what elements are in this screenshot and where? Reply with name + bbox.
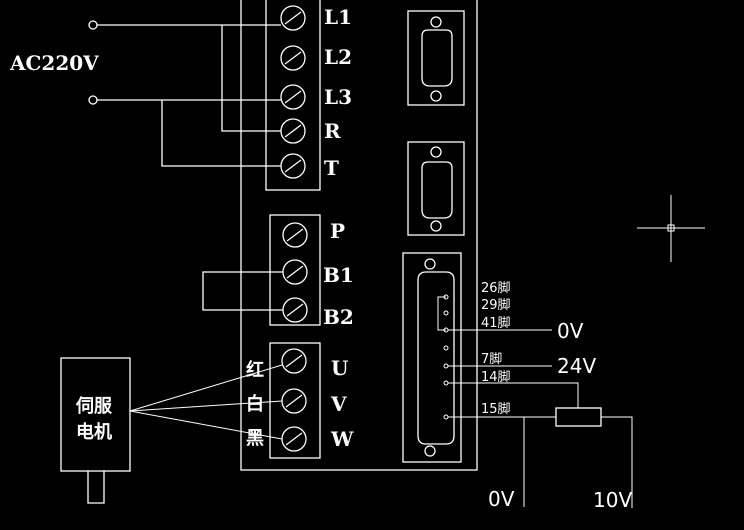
terminal-block-motor — [269, 342, 321, 459]
pin-label-7: 7脚 — [481, 351, 502, 367]
motor-shaft — [87, 471, 105, 504]
terminal-label-r: R — [324, 119, 341, 143]
motor-leads — [129, 364, 283, 440]
terminal-label-v: V — [330, 392, 347, 416]
pin-label-15: 15脚 — [481, 401, 511, 417]
terminal-label-t: T — [324, 156, 339, 180]
terminal-block-power — [265, 0, 321, 191]
terminal-label-u: U — [331, 356, 348, 380]
servo-motor — [60, 357, 131, 472]
jumper-26-29-41 — [437, 296, 446, 331]
power-terminal-2 — [88, 95, 98, 105]
signal-label-10v: 10V — [593, 488, 632, 512]
terminal-label-b1: B1 — [323, 263, 354, 287]
crosshair-cursor-icon — [637, 195, 705, 262]
terminal-screws-motor — [281, 348, 307, 452]
wire-10v — [601, 416, 633, 508]
motor-label-line2: 电机 — [76, 421, 112, 443]
drive-enclosure — [240, 0, 478, 471]
pin-label-26: 26脚 — [481, 280, 511, 296]
wire-pin14-pot — [448, 382, 579, 408]
db9-connector-bottom — [407, 141, 465, 236]
terminal-label-p: P — [330, 219, 345, 243]
db44-connector — [402, 252, 462, 463]
terminal-screws-power — [280, 5, 306, 179]
wire-color-black: 黑 — [246, 428, 264, 449]
terminal-label-b2: B2 — [323, 305, 354, 329]
pin-label-29: 29脚 — [481, 297, 511, 313]
power-terminal-1 — [88, 20, 98, 30]
signal-label-0v-right: 0V — [557, 319, 584, 343]
db9-connector-top — [407, 10, 465, 106]
potentiometer — [555, 407, 602, 427]
pin-label-14: 14脚 — [481, 369, 511, 385]
terminal-screws-brake — [282, 222, 308, 323]
motor-label-line1: 伺服 — [75, 395, 113, 417]
terminal-block-brake — [269, 214, 321, 326]
signal-label-24v: 24V — [557, 354, 596, 378]
terminal-label-l2: L2 — [324, 45, 352, 69]
brake-resistor-loop — [202, 271, 283, 311]
pin-label-41: 41脚 — [481, 315, 511, 331]
terminal-label-l1: L1 — [324, 5, 352, 29]
wire-r — [221, 25, 281, 132]
power-label: AC220V — [9, 51, 99, 75]
terminal-label-l3: L3 — [324, 85, 352, 109]
signal-label-0v-bottom: 0V — [488, 487, 515, 511]
terminal-label-w: W — [330, 427, 354, 451]
wire-t — [161, 100, 281, 167]
wire-color-white: 白 — [246, 393, 264, 415]
wire-color-red: 红 — [246, 359, 264, 381]
